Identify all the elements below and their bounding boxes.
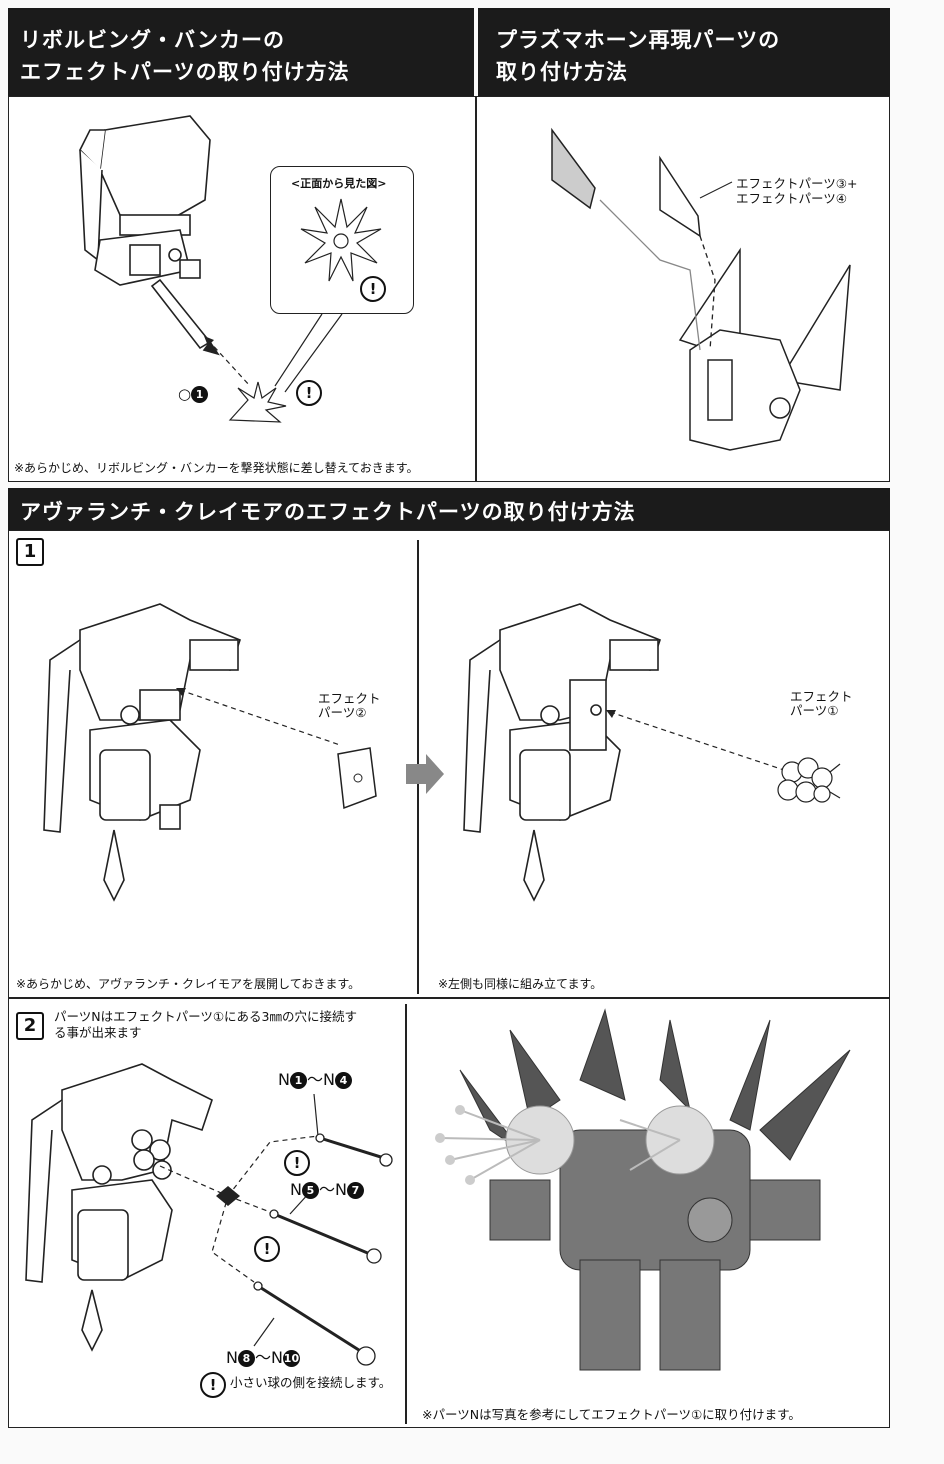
- effect-part-2-illustration: [337, 747, 377, 810]
- rod-group-3-end: 10: [282, 1350, 300, 1367]
- step2-instruction-2: る事が出来ます: [54, 1025, 142, 1040]
- claymore-closed-illustration: [43, 603, 241, 902]
- step1-note-left: ※あらかじめ、アヴァランチ・クレイモアを展開しておきます。: [16, 977, 361, 991]
- front-view-inset: <正面から見た図>: [270, 166, 414, 314]
- caution-icon-2: !: [296, 380, 322, 406]
- assembled-model-photo: [430, 1008, 880, 1390]
- rod-group-3-start: 8: [237, 1350, 255, 1367]
- photo-note: ※パーツNは写真を参考にしてエフェクトパーツ①に取り付けます。: [422, 1407, 801, 1422]
- plasma-panel: [476, 96, 890, 482]
- rod-group-2-sep: 〜N: [318, 1180, 347, 1199]
- flare-part-illustration: [228, 381, 287, 423]
- step1-number: 1: [16, 538, 44, 566]
- part-1-label: ○1: [178, 385, 209, 403]
- avalanche-header: アヴァランチ・クレイモアのエフェクトパーツの取り付け方法: [8, 488, 890, 530]
- step2-instruction-1: パーツNはエフェクトパーツ①にある3㎜の穴に接続す: [54, 1009, 358, 1024]
- front-view-label: <正面から見た図>: [291, 177, 387, 190]
- plasma-title-line1: プラズマホーン再現パーツの: [496, 28, 781, 52]
- plasma-parts-label-2: エフェクトパーツ④: [736, 191, 847, 206]
- avalanche-title: アヴァランチ・クレイモアのエフェクトパーツの取り付け方法: [20, 500, 636, 524]
- rod-group-1-start: 1: [289, 1072, 307, 1089]
- rod-group-3-prefix: N: [226, 1348, 238, 1367]
- revolving-note: ※あらかじめ、リボルビング・バンカーを撃発状態に差し替えておきます。: [14, 461, 419, 475]
- step1-left-label-1: エフェクト: [318, 691, 381, 706]
- rod-group-2-prefix: N: [290, 1180, 302, 1199]
- rod-group-2-start: 5: [301, 1182, 319, 1199]
- step1-left-label-2: パーツ②: [318, 705, 367, 720]
- part-number-badge: 1: [191, 386, 209, 403]
- flare-starburst-icon: [300, 198, 382, 282]
- plasma-title-line2: 取り付け方法: [496, 60, 628, 84]
- step1-right-label-1: エフェクト: [790, 689, 853, 704]
- step2-number: 2: [16, 1012, 44, 1040]
- claymore-effect-illustration: [25, 1063, 213, 1352]
- plasma-horn-illustration: [551, 127, 851, 451]
- part-marker: ○: [178, 385, 192, 403]
- claymore-open-illustration: [463, 603, 661, 902]
- caution-icon: !: [360, 276, 386, 302]
- step1-note-right: ※左側も同様に組み立てます。: [438, 977, 603, 991]
- rod-group-1-end: 4: [334, 1072, 352, 1089]
- caution-icon-4: !: [254, 1236, 280, 1262]
- revolving-title-line2: エフェクトパーツの取り付け方法: [20, 60, 350, 84]
- step2-divider: [405, 1004, 407, 1424]
- rod-group-3-sep: 〜N: [254, 1348, 283, 1367]
- plasma-parts-label-1: エフェクトパーツ③+: [736, 176, 858, 191]
- rod-group-1-sep: 〜N: [306, 1070, 335, 1089]
- revolving-title-line1: リボルビング・バンカーの: [20, 28, 286, 52]
- caution-icon-5: !: [200, 1372, 226, 1398]
- plasma-header: プラズマホーン再現パーツの 取り付け方法: [478, 8, 890, 96]
- revolving-header: リボルビング・バンカーの エフェクトパーツの取り付け方法: [8, 8, 474, 96]
- rod-group-1-prefix: N: [278, 1070, 290, 1089]
- right-arrow-icon: [406, 754, 444, 794]
- connect-note: 小さい球の側を接続します。: [230, 1375, 392, 1390]
- rod-group-2-end: 7: [346, 1182, 364, 1199]
- step1-right-label-2: パーツ①: [790, 703, 839, 718]
- revolving-bunker-illustration: [79, 115, 220, 356]
- effect-part-1-illustration: [777, 757, 841, 803]
- caution-icon-3: !: [284, 1150, 310, 1176]
